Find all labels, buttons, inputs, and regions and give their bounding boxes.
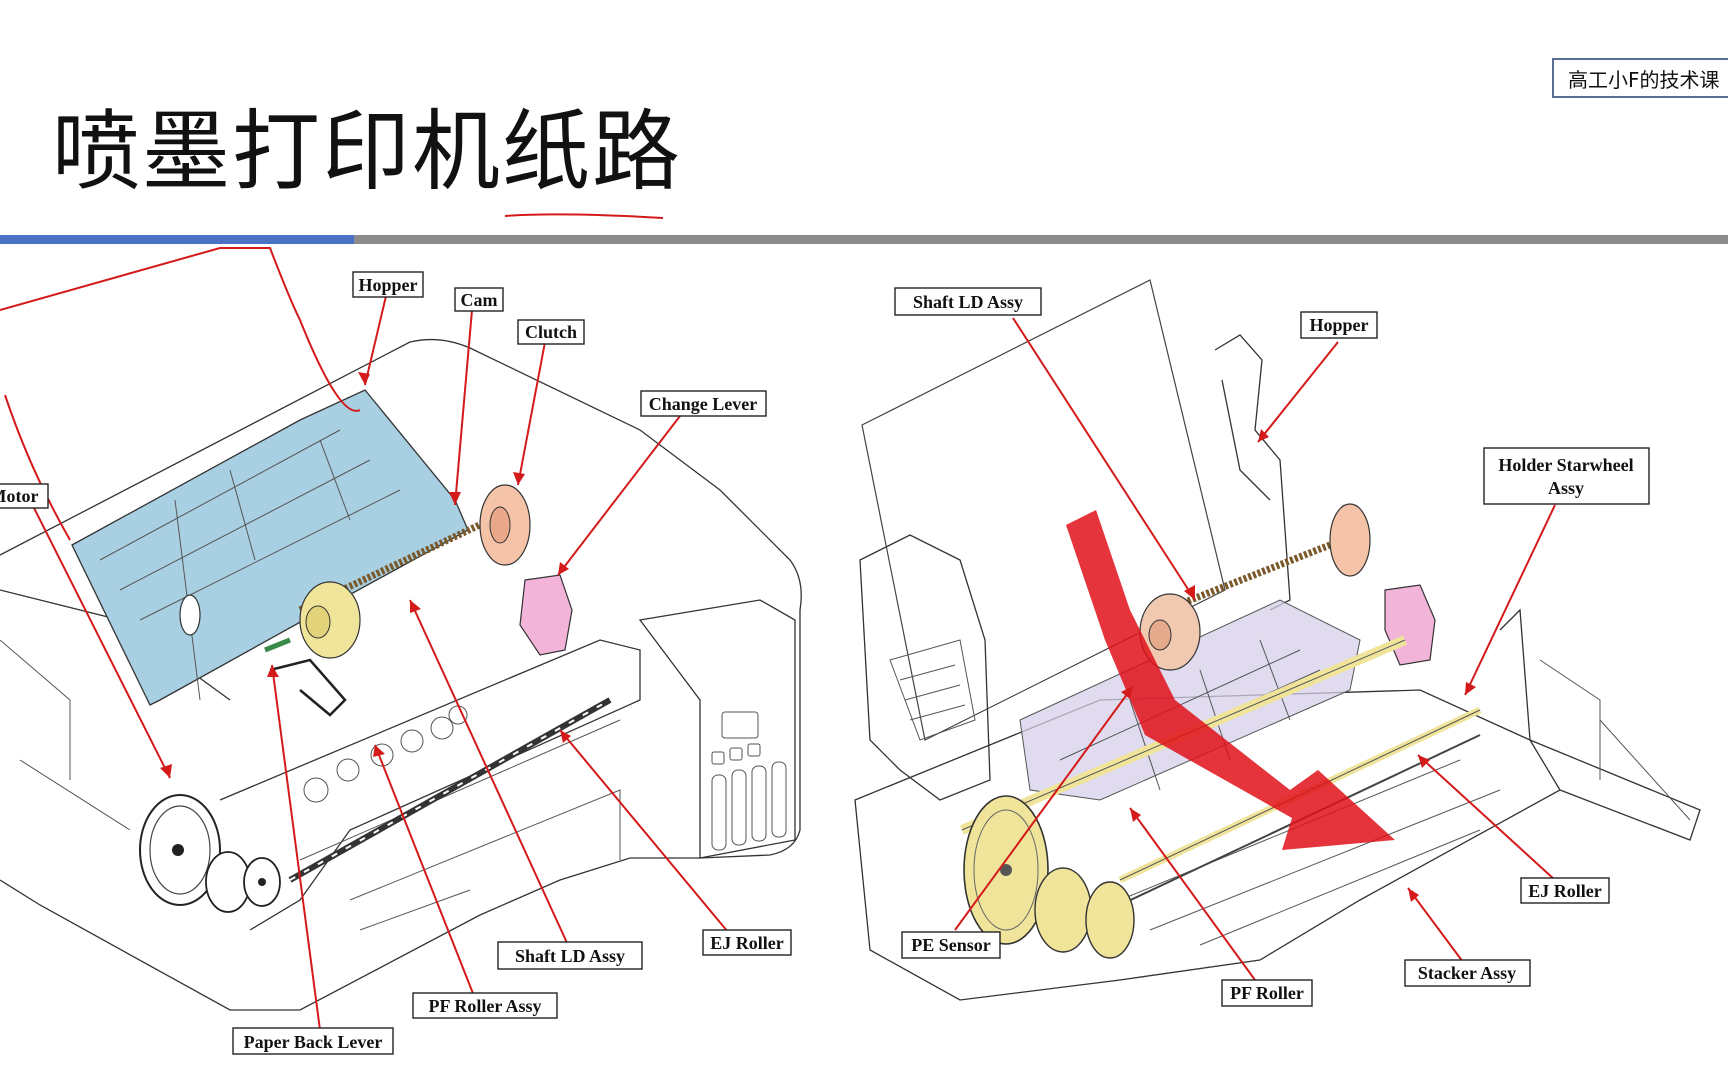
label-ej-roller-left: EJ Roller xyxy=(710,933,784,953)
left-labels: Hopper Cam Clutch Change Lever Motor Sha… xyxy=(0,271,792,1055)
label-holder-starwheel-line1: Holder Starwheel xyxy=(1498,455,1633,475)
label-ej-roller-right: EJ Roller xyxy=(1528,881,1602,901)
title-underline xyxy=(504,213,664,219)
left-pointers xyxy=(29,295,729,1031)
label-pf-roller: PF Roller xyxy=(1230,983,1304,1003)
label-hopper-right: Hopper xyxy=(1309,315,1368,335)
slide-title: 喷墨打印机纸路 xyxy=(52,100,683,203)
label-stacker-assy: Stacker Assy xyxy=(1418,963,1516,983)
label-shaft-ld-assy-left: Shaft LD Assy xyxy=(515,946,625,966)
label-holder-starwheel-line2: Assy xyxy=(1548,478,1584,498)
label-pe-sensor: PE Sensor xyxy=(911,935,991,955)
divider-bar xyxy=(0,235,1728,244)
divider-accent xyxy=(0,235,354,244)
label-motor: Motor xyxy=(0,486,38,506)
label-shaft-ld-assy-right: Shaft LD Assy xyxy=(913,292,1023,312)
label-change-lever: Change Lever xyxy=(649,394,757,414)
label-hopper-left: Hopper xyxy=(358,275,417,295)
channel-label: 高工小F的技术课 xyxy=(1552,58,1728,98)
right-labels: Shaft LD Assy Hopper Holder Starwheel As… xyxy=(894,287,1650,1007)
label-clutch: Clutch xyxy=(525,322,577,342)
label-paper-back-lever: Paper Back Lever xyxy=(244,1032,383,1052)
right-pointers xyxy=(954,317,1556,981)
label-cam: Cam xyxy=(461,290,498,310)
label-pf-roller-assy: PF Roller Assy xyxy=(429,996,542,1016)
right-mechanism-illustration xyxy=(854,279,1701,1001)
left-printer-illustration xyxy=(0,247,802,1011)
